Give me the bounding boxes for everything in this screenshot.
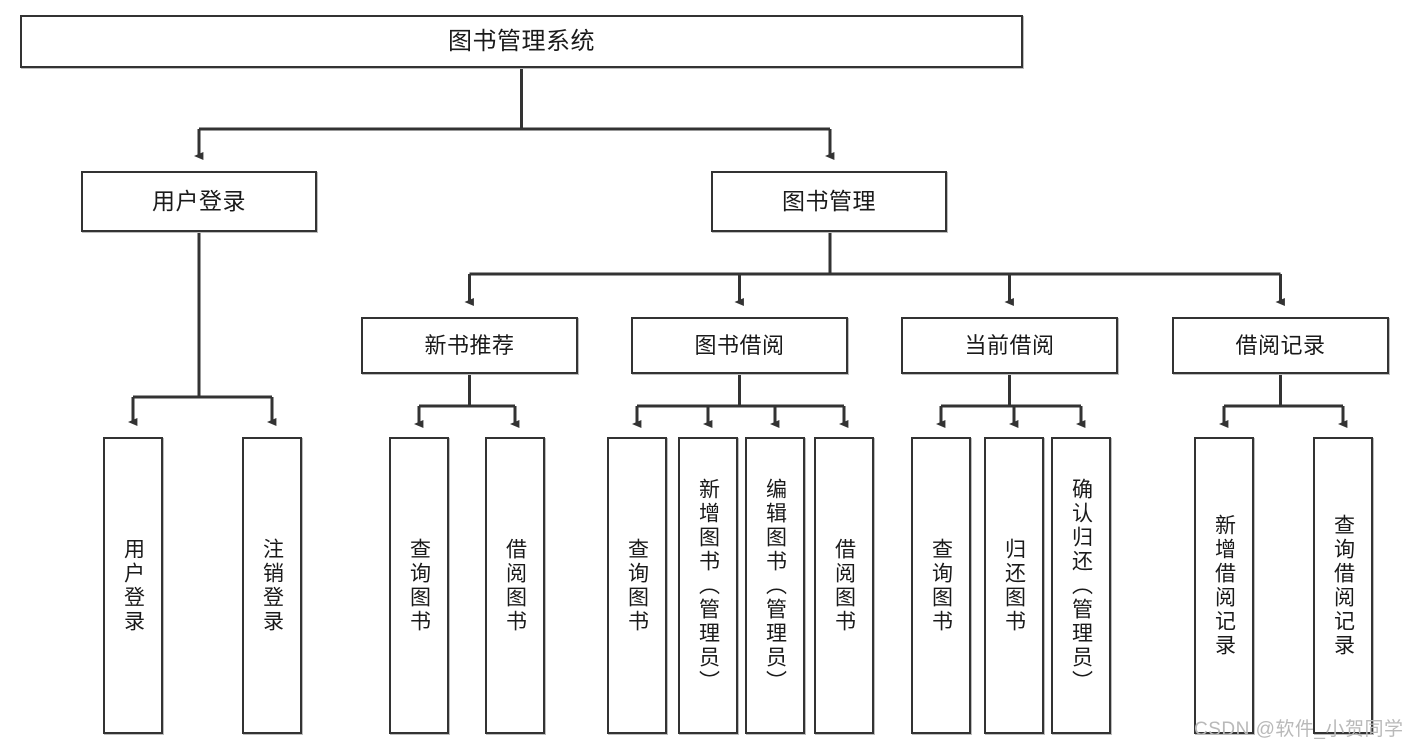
node-current-borrow[interactable]: 当前借阅 bbox=[901, 317, 1118, 374]
node-leaf-user-logout-label: 注销登录 bbox=[260, 537, 284, 634]
node-leaf-return-book[interactable]: 归还图书 bbox=[984, 437, 1044, 734]
node-leaf-query-book-1-label: 查询图书 bbox=[407, 537, 431, 634]
node-leaf-confirm-return[interactable]: 确认归还（管理员） bbox=[1051, 437, 1111, 734]
node-current-borrow-label: 当前借阅 bbox=[964, 332, 1055, 358]
node-root[interactable]: 图书管理系统 bbox=[20, 15, 1023, 68]
node-user-login[interactable]: 用户登录 bbox=[81, 171, 317, 232]
node-root-label: 图书管理系统 bbox=[448, 27, 595, 55]
node-leaf-query-book-2-label: 查询图书 bbox=[625, 537, 649, 634]
node-leaf-borrow-book-1-label: 借阅图书 bbox=[503, 537, 527, 634]
node-leaf-user-login-label: 用户登录 bbox=[121, 537, 145, 634]
node-leaf-add-record[interactable]: 新增借阅记录 bbox=[1194, 437, 1254, 734]
node-leaf-confirm-return-label: 确认归还（管理员） bbox=[1069, 477, 1093, 694]
node-leaf-borrow-book-2-label: 借阅图书 bbox=[832, 537, 856, 634]
node-leaf-query-record[interactable]: 查询借阅记录 bbox=[1313, 437, 1373, 734]
node-leaf-user-login[interactable]: 用户登录 bbox=[103, 437, 163, 734]
node-leaf-edit-book-label: 编辑图书（管理员） bbox=[763, 477, 787, 694]
node-leaf-return-book-label: 归还图书 bbox=[1002, 537, 1026, 634]
node-leaf-borrow-book-1[interactable]: 借阅图书 bbox=[485, 437, 545, 734]
node-leaf-query-record-label: 查询借阅记录 bbox=[1331, 513, 1355, 658]
node-leaf-borrow-book-2[interactable]: 借阅图书 bbox=[814, 437, 874, 734]
node-leaf-edit-book[interactable]: 编辑图书（管理员） bbox=[745, 437, 805, 734]
node-leaf-query-book-1[interactable]: 查询图书 bbox=[389, 437, 449, 734]
node-user-login-label: 用户登录 bbox=[152, 188, 246, 215]
node-book-manage-label: 图书管理 bbox=[782, 188, 876, 215]
node-book-borrow-label: 图书借阅 bbox=[694, 332, 785, 358]
node-leaf-query-book-3[interactable]: 查询图书 bbox=[911, 437, 971, 734]
node-new-book-rec[interactable]: 新书推荐 bbox=[361, 317, 578, 374]
node-new-book-rec-label: 新书推荐 bbox=[424, 332, 515, 358]
node-leaf-add-book-label: 新增图书（管理员） bbox=[696, 477, 720, 694]
csdn-watermark: CSDN @软件_小贺同学 bbox=[1194, 719, 1404, 740]
node-leaf-add-record-label: 新增借阅记录 bbox=[1212, 513, 1236, 658]
node-borrow-record[interactable]: 借阅记录 bbox=[1172, 317, 1389, 374]
node-book-manage[interactable]: 图书管理 bbox=[711, 171, 947, 232]
node-borrow-record-label: 借阅记录 bbox=[1235, 332, 1326, 358]
node-leaf-add-book[interactable]: 新增图书（管理员） bbox=[678, 437, 738, 734]
node-leaf-query-book-3-label: 查询图书 bbox=[929, 537, 953, 634]
node-leaf-query-book-2[interactable]: 查询图书 bbox=[607, 437, 667, 734]
node-book-borrow[interactable]: 图书借阅 bbox=[631, 317, 848, 374]
node-leaf-user-logout[interactable]: 注销登录 bbox=[242, 437, 302, 734]
